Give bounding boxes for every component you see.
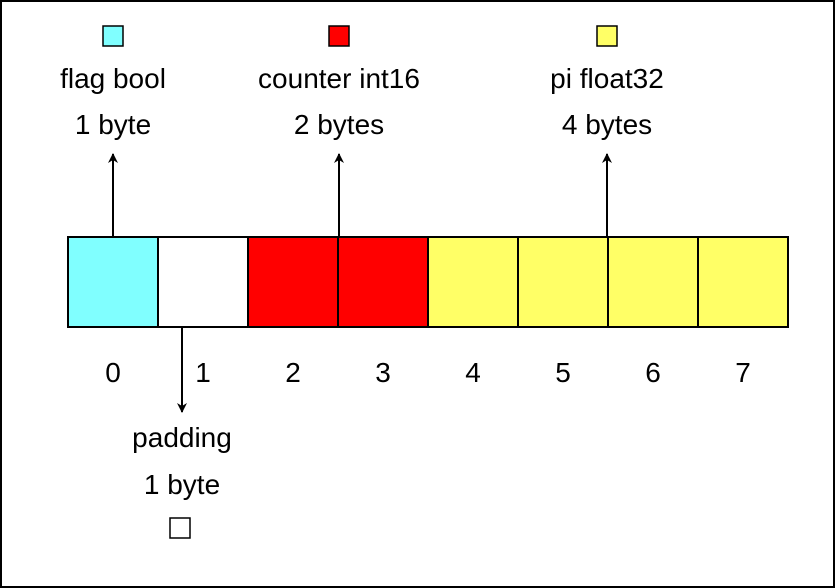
byte-cell-4 bbox=[427, 236, 519, 328]
byte-index-4: 4 bbox=[465, 357, 481, 388]
field-size-counter: 2 bytes bbox=[294, 109, 384, 140]
legend-swatch-counter bbox=[328, 25, 350, 47]
byte-cell-5 bbox=[517, 236, 609, 328]
field-name-pi: pi float32 bbox=[550, 63, 664, 94]
byte-cell-3 bbox=[337, 236, 429, 328]
field-size-pi: 4 bytes bbox=[562, 109, 652, 140]
byte-index-3: 3 bbox=[375, 357, 391, 388]
byte-index-0: 0 bbox=[105, 357, 121, 388]
legend-swatch-pi bbox=[596, 25, 618, 47]
byte-indices: 0 1 2 3 4 5 6 7 bbox=[105, 357, 751, 388]
byte-cells bbox=[67, 236, 789, 328]
byte-cell-1 bbox=[157, 236, 249, 328]
byte-cell-0 bbox=[67, 236, 159, 328]
byte-index-7: 7 bbox=[735, 357, 751, 388]
legend-swatch-padding bbox=[169, 517, 191, 539]
field-size-flag: 1 byte bbox=[75, 109, 151, 140]
field-name-counter: counter int16 bbox=[258, 63, 420, 94]
byte-index-6: 6 bbox=[645, 357, 661, 388]
field-name-flag: flag bool bbox=[60, 63, 166, 94]
byte-cell-6 bbox=[607, 236, 699, 328]
legend-swatch-flag bbox=[102, 25, 124, 47]
padding-size: 1 byte bbox=[144, 469, 220, 500]
byte-cell-7 bbox=[697, 236, 789, 328]
byte-index-1: 1 bbox=[195, 357, 211, 388]
byte-index-2: 2 bbox=[285, 357, 301, 388]
byte-index-5: 5 bbox=[555, 357, 571, 388]
byte-cell-2 bbox=[247, 236, 339, 328]
padding-name: padding bbox=[132, 422, 232, 453]
